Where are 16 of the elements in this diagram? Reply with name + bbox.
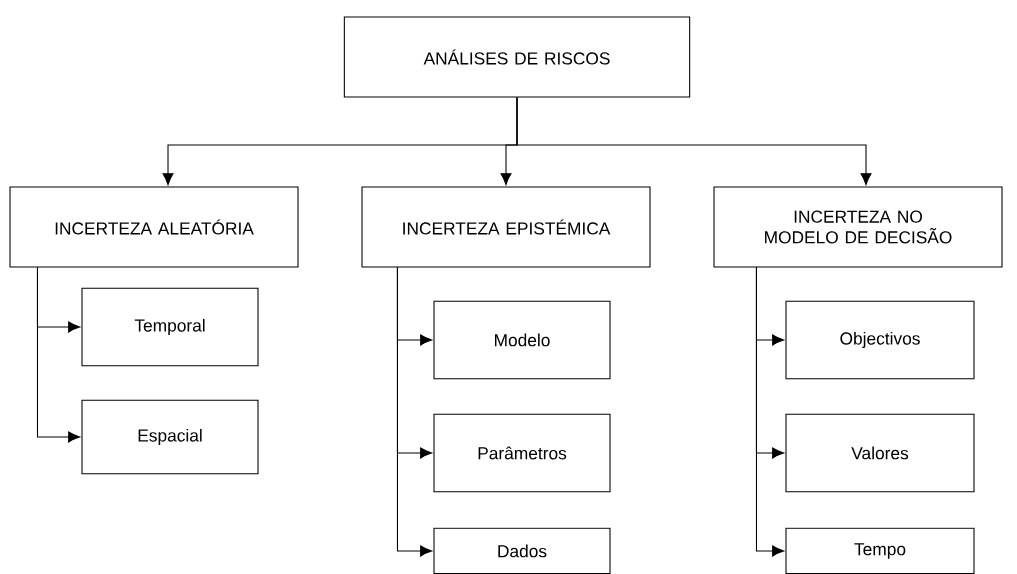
item-box: Temporal bbox=[81, 287, 259, 367]
title-box: ANÁLISES DE RISCOS bbox=[343, 16, 691, 98]
item-box: Dados bbox=[433, 527, 611, 574]
item-box: Espacial bbox=[81, 399, 259, 475]
category-box: INCERTEZA EPISTÉMICA bbox=[361, 186, 651, 268]
arrow bbox=[396, 267, 433, 557]
category-box: INCERTEZA NO MODELO DE DECISÃO bbox=[713, 186, 1003, 268]
item-box: Valores bbox=[785, 413, 975, 493]
arrow bbox=[36, 267, 81, 443]
category-box: INCERTEZA ALEATÓRIA bbox=[9, 186, 299, 268]
arrow bbox=[755, 267, 785, 557]
item-box: Tempo bbox=[785, 527, 975, 574]
arrow bbox=[516, 97, 872, 186]
item-box: Objectivos bbox=[785, 300, 975, 380]
item-box: Modelo bbox=[433, 300, 611, 380]
item-box: Parâmetros bbox=[433, 413, 611, 493]
